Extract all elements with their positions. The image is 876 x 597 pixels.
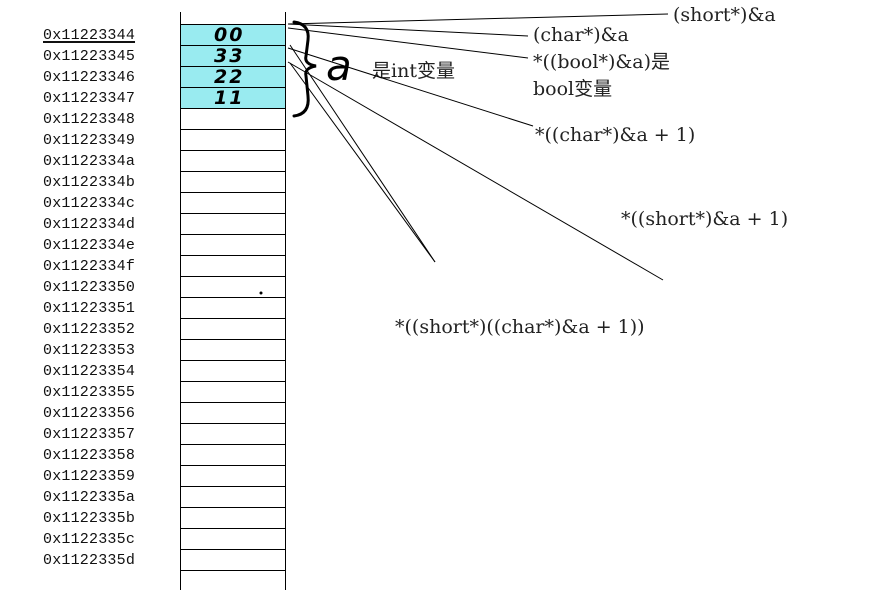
address-label: 0x11223345 xyxy=(43,48,136,65)
brace-symbol xyxy=(292,20,317,118)
int-variable-note: 是int变量 xyxy=(372,60,455,82)
address-label: 0x1122334e xyxy=(43,237,136,254)
pointer-line-char-ptr xyxy=(287,23,529,37)
memory-cell xyxy=(181,235,285,256)
address-label: 0x11223346 xyxy=(43,69,136,86)
pointer-line-short-plus-one xyxy=(287,61,664,281)
address-label: 0x11223348 xyxy=(43,111,136,128)
pointer-line-char-plus-one xyxy=(287,47,534,127)
address-label: 0x11223358 xyxy=(43,447,136,464)
label-char-plus-one: *((char*)&a + 1) xyxy=(535,124,696,146)
memory-cell-value: 00 xyxy=(214,24,245,46)
memory-cell xyxy=(181,382,285,403)
memory-cell xyxy=(181,151,285,172)
memory-cell xyxy=(181,445,285,466)
memory-cell xyxy=(181,340,285,361)
label-short-char-plus-one: *((short*)((char*)&a + 1)) xyxy=(395,316,645,338)
memory-cell-value: 33 xyxy=(214,45,245,67)
memory-cell xyxy=(181,172,285,193)
address-label: 0x11223350 xyxy=(43,279,136,296)
address-label: 0x11223349 xyxy=(43,132,136,149)
address-label: 0x11223357 xyxy=(43,426,136,443)
label-char-ptr: (char*)&a xyxy=(533,24,629,46)
memory-column-right-border xyxy=(285,12,286,590)
label-bool-deref-line2: bool变量 xyxy=(533,78,613,100)
memory-cell xyxy=(181,487,285,508)
address-label: 0x1122334a xyxy=(43,153,136,170)
address-label: 0x1122335d xyxy=(43,552,136,569)
pointer-line-short-char-a xyxy=(289,44,436,263)
memory-column-left-border xyxy=(180,12,181,590)
memory-cell xyxy=(181,109,285,130)
pointer-line-bool xyxy=(287,27,529,59)
memory-cell xyxy=(181,508,285,529)
address-label: 0x11223354 xyxy=(43,363,136,380)
address-label: 0x11223356 xyxy=(43,405,136,422)
memory-cell xyxy=(181,403,285,424)
memory-cell xyxy=(181,361,285,382)
brace-variable-label: a xyxy=(326,41,352,90)
address-label: 0x1122335a xyxy=(43,489,136,506)
memory-cell xyxy=(181,193,285,214)
address-label: 0x1122334b xyxy=(43,174,136,191)
pointer-line-short-char-b xyxy=(289,62,436,263)
pointer-line-short-ptr xyxy=(287,13,669,25)
memory-cell xyxy=(181,550,285,571)
address-label: 0x1122334c xyxy=(43,195,136,212)
memory-cell xyxy=(181,214,285,235)
address-label: 0x11223344 xyxy=(43,27,136,44)
address-label: 0x11223355 xyxy=(43,384,136,401)
memory-column-top-border xyxy=(180,24,286,25)
label-bool-deref-line1: *((bool*)&a)是 xyxy=(533,51,671,73)
address-label: 0x11223352 xyxy=(43,321,136,338)
memory-cell xyxy=(181,466,285,487)
memory-cell: 33 xyxy=(181,45,285,67)
memory-cell xyxy=(181,298,285,319)
memory-cell-value: 22 xyxy=(214,66,245,88)
address-label: 0x11223359 xyxy=(43,468,136,485)
memory-cell: 22 xyxy=(181,66,285,88)
address-label: 0x11223347 xyxy=(43,90,136,107)
memory-cell xyxy=(181,277,285,298)
memory-cell: 11 xyxy=(181,87,285,109)
memory-cell xyxy=(181,424,285,445)
memory-cell xyxy=(181,130,285,151)
stray-dot xyxy=(259,291,263,295)
address-label: 0x1122334f xyxy=(43,258,136,275)
address-label: 0x1122334d xyxy=(43,216,136,233)
address-label: 0x11223353 xyxy=(43,342,136,359)
address-label: 0x11223351 xyxy=(43,300,136,317)
memory-cell: 00 xyxy=(181,24,285,46)
memory-cell xyxy=(181,256,285,277)
label-short-plus-one: *((short*)&a + 1) xyxy=(621,208,789,230)
address-label: 0x1122335c xyxy=(43,531,136,548)
memory-cell xyxy=(181,529,285,550)
memory-cell xyxy=(181,319,285,340)
address-label: 0x1122335b xyxy=(43,510,136,527)
memory-cell-value: 11 xyxy=(214,87,245,109)
label-short-ptr: (short*)&a xyxy=(673,4,776,26)
